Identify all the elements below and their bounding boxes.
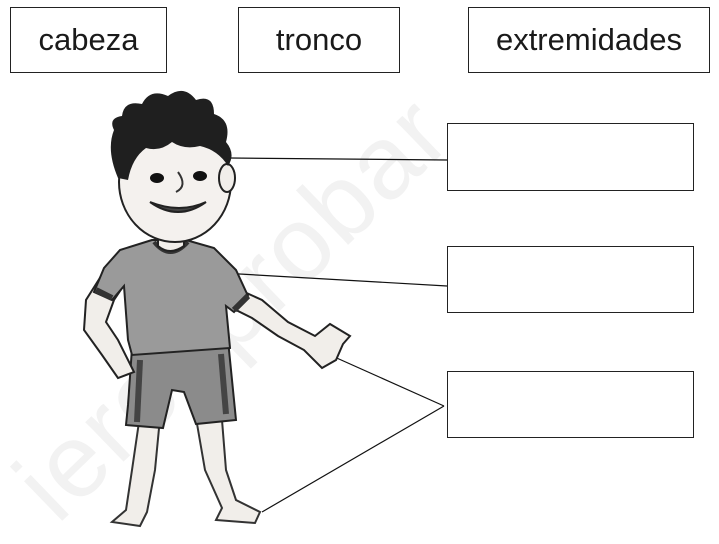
word-box-extremidades[interactable]: extremidades — [468, 7, 710, 73]
hair — [110, 90, 232, 180]
head-pointer-line — [229, 157, 448, 161]
right-arm — [230, 288, 352, 370]
word-box-cabeza[interactable]: cabeza — [10, 7, 167, 73]
arm-pointer-line — [329, 354, 445, 407]
leg-pointer-line — [261, 405, 445, 513]
pointer-lines — [221, 157, 448, 513]
shorts — [124, 338, 238, 430]
trunk-pointer-line — [221, 272, 448, 287]
answer-box-trunk[interactable] — [447, 246, 694, 313]
answer-box-head[interactable] — [447, 123, 694, 191]
word-box-tronco[interactable]: tronco — [238, 7, 400, 73]
answer-box-limbs[interactable] — [447, 371, 694, 438]
legs — [109, 413, 262, 528]
shirt — [92, 239, 250, 357]
